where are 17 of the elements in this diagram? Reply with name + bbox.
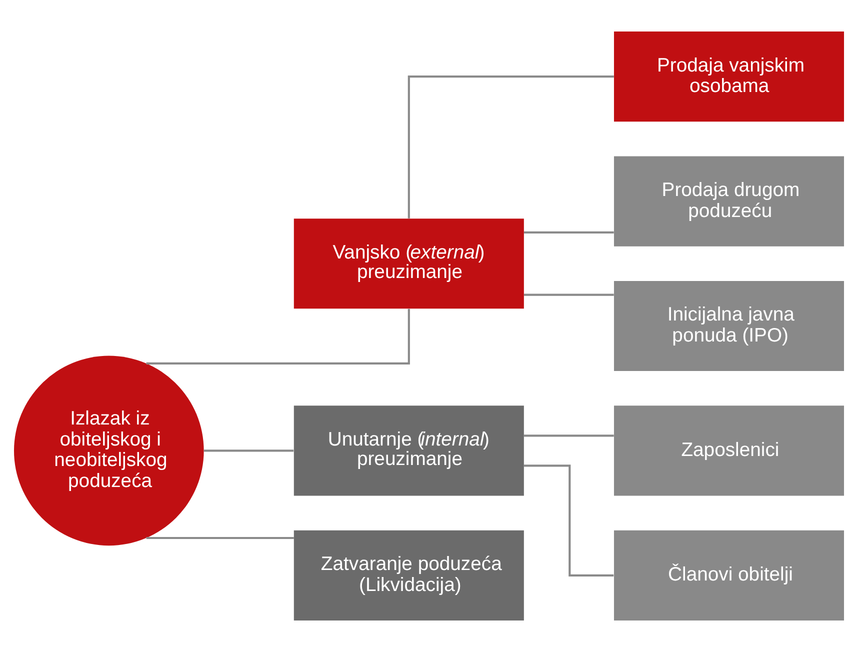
node-box: Prodaja drugom poduzeću: [614, 156, 844, 246]
connector: [524, 434, 614, 436]
connector: [204, 449, 294, 452]
node-box: Vanjsko (external) preuzimanje: [294, 218, 524, 308]
node-box: Članovi obitelji: [614, 530, 844, 620]
node-box: Inicijalna javna ponuda (IPO): [614, 280, 844, 371]
connector: [524, 230, 614, 233]
connector: [524, 293, 614, 296]
node-box: Unutarnje (internal) preuzimanje: [294, 405, 524, 496]
node-box: Zatvaranje poduzeća (Likvidacija): [294, 530, 524, 620]
node-box: Zaposlenici: [614, 405, 844, 496]
connector: [146, 536, 294, 539]
connector: [408, 75, 614, 218]
connector: [524, 464, 614, 576]
connector: [146, 308, 410, 364]
node-circle: Izlazak iz obiteljskog i neobiteljskog poduzeća: [14, 355, 204, 546]
node-box: Prodaja vanjskim osobama: [614, 31, 844, 122]
